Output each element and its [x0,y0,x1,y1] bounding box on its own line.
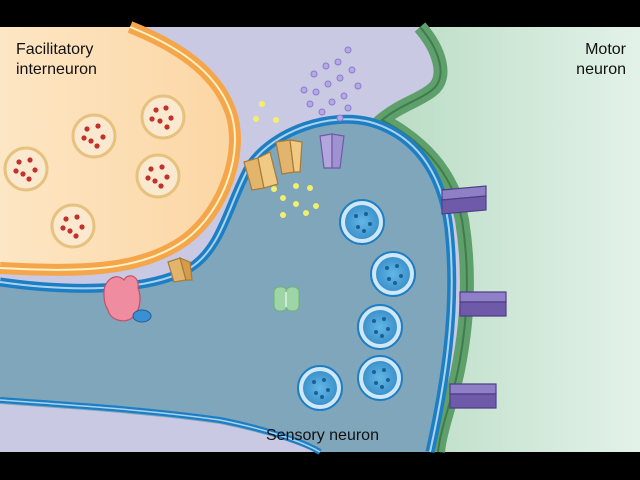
motor-label-line1: Motor [585,41,626,58]
sensory-vesicle-icon [370,251,416,297]
facilitatory-interneuron-label: Facilitatory interneuron [16,40,156,80]
motor-neuron-body [382,27,640,452]
sensory-neuron-body [0,119,452,452]
interneuron-vesicle-icon [140,94,186,140]
bottom-letterbox-bar [0,452,640,480]
sensory-vesicle-icon [357,304,403,350]
sensory-neuron-lower-edge [0,399,321,453]
receptor-channel-icon [441,185,487,215]
enzyme-icon [103,275,152,323]
interneuron-vesicle-icon [50,203,96,249]
motor-neuron-label: Motor neuron [506,40,626,80]
interneuron-vesicle-icon [135,153,181,199]
sensory-neuron-lower-fill [0,404,314,452]
facilitatory-interneuron-membrane-edge [0,26,236,271]
sensory-neuron-label: Sensory neuron [266,427,379,444]
interneuron-vesicle-icon [3,146,49,192]
sensory-vesicle-icon [339,199,385,245]
top-letterbox-bar [0,0,640,27]
serotonin-molecules [253,101,319,218]
interneuron-vesicle-icon [71,113,117,159]
sensory-neuron-membrane-inner [0,118,453,453]
motor-label-line2: neuron [576,61,626,78]
receptor-channel-icon [449,383,497,409]
ion-channel-icon [243,151,279,191]
ion-channel-icon [275,139,303,175]
facilitatory-label-line1: Facilitatory [16,41,94,58]
motor-neuron-membrane-edge [380,26,468,453]
green-molecule-icon [273,286,300,312]
sensory-vesicle-icon [297,365,343,411]
sensory-vesicle-icon [357,355,403,401]
glutamate-molecules [300,46,362,122]
receptor-channel-icon [319,133,345,169]
receptor-channel-icon [459,291,507,317]
facilitatory-label-line2: interneuron [16,61,97,78]
ion-channel-icon [167,256,193,283]
